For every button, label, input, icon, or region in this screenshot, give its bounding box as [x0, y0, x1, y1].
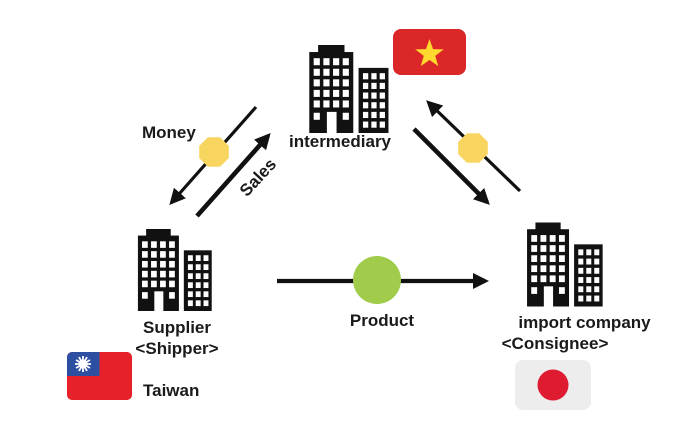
- coin-octagon-icon-left: [199, 137, 229, 167]
- sales-arrow-left: [195, 133, 271, 218]
- importer-label-line2: <Consignee>: [501, 334, 609, 353]
- supplier-label: Supplier <Shipper>: [107, 317, 247, 359]
- product-circle-icon: [353, 256, 401, 304]
- importer-building-icon: [522, 222, 606, 307]
- sales-arrow-right: [412, 127, 490, 205]
- supplier-label-line2: <Shipper>: [135, 339, 219, 358]
- vietnam-star-icon: [415, 39, 444, 67]
- japan-sun-icon: [537, 369, 569, 401]
- intermediary-building-icon: [304, 45, 392, 133]
- money-label: Money: [142, 123, 196, 142]
- vietnam-flag: [393, 29, 466, 75]
- coin-octagon-icon-right: [458, 133, 488, 163]
- supplier-label-line1: Supplier: [142, 318, 211, 337]
- supplier-building-icon: [133, 227, 215, 313]
- taiwan-flag: [67, 352, 132, 400]
- japan-flag: [515, 360, 591, 410]
- importer-label-line1: import company: [518, 313, 651, 332]
- taiwan-label: Taiwan: [143, 381, 200, 400]
- product-label: Product: [349, 311, 415, 330]
- taiwan-sun-icon: [75, 356, 91, 372]
- intermediary-label: intermediary: [288, 132, 392, 151]
